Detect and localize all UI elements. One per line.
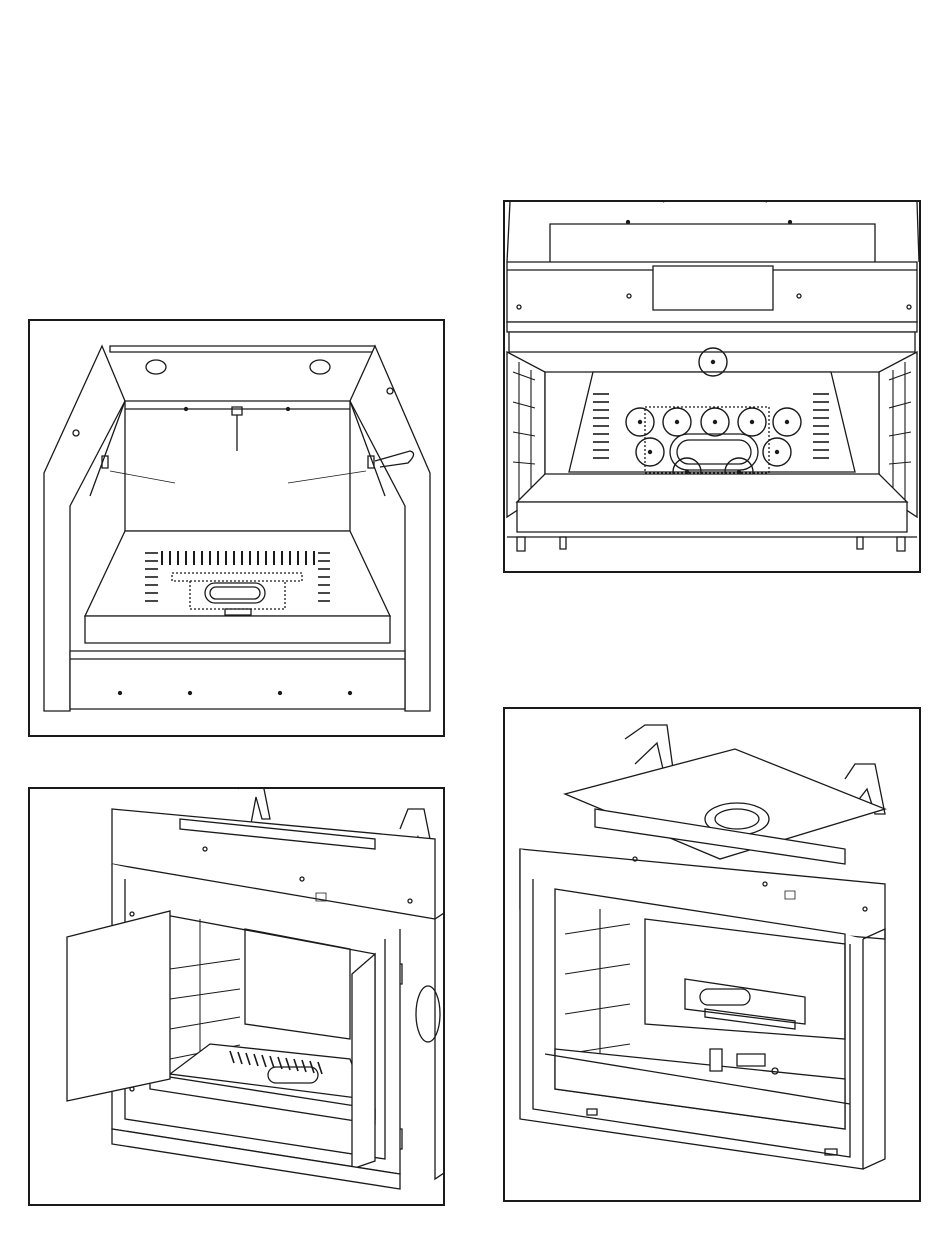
- valve: [710, 1049, 722, 1071]
- left-door-panel: [67, 911, 170, 1101]
- base-box: [70, 651, 405, 709]
- firebox-refractory-install-diagram: [30, 789, 443, 1204]
- firebox-burner-removed-diagram: [505, 709, 919, 1200]
- firebox-front-diagram: [30, 321, 443, 735]
- front-lip: [85, 616, 390, 643]
- figure-top-left: [28, 319, 445, 737]
- front-lip: [517, 474, 907, 502]
- figure-top-right: [503, 200, 921, 573]
- top-flange: [110, 346, 375, 352]
- firebox-burner-screws-diagram: [505, 202, 919, 571]
- vent-hole-left: [146, 360, 166, 374]
- header-panel: [550, 224, 875, 264]
- vent-hole-right: [310, 360, 330, 374]
- valve-bracket: [737, 1054, 765, 1066]
- upper-rail: [507, 322, 917, 332]
- figure-bottom-left: [28, 787, 445, 1206]
- hanger-left: [625, 725, 673, 769]
- control-window: [653, 266, 773, 310]
- figure-bottom-right: [503, 707, 921, 1202]
- right-door-panel: [352, 954, 375, 1169]
